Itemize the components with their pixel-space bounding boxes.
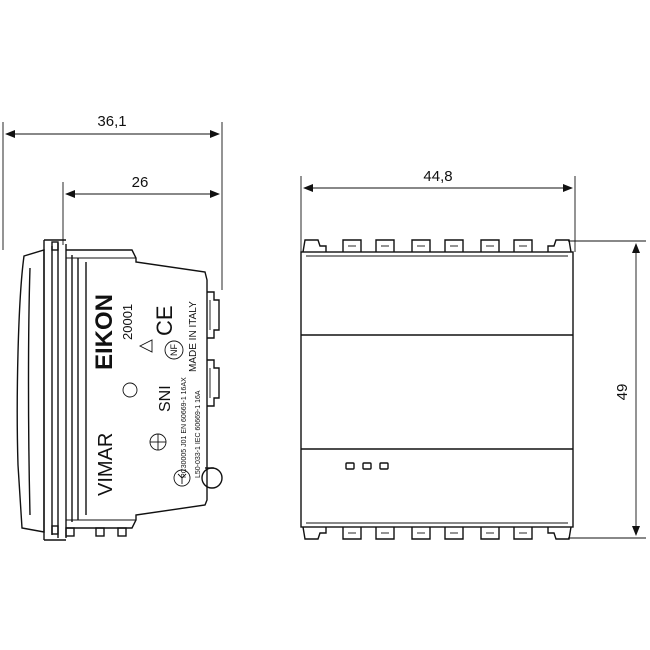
sni-mark: SNI xyxy=(157,385,174,412)
approval-circle-icon xyxy=(122,382,138,398)
standard-text-2: L50-033-1 IEC 60669-1 16A xyxy=(195,390,202,478)
product-code: 20001 xyxy=(120,304,135,340)
top-clips xyxy=(302,239,572,253)
earth-symbol-icon xyxy=(173,469,191,487)
maker-mark: VIMAR xyxy=(95,433,117,496)
standard-text-1: PC30005 J01 EN 60669-1 16AX xyxy=(181,377,188,478)
nf-mark: NF xyxy=(169,344,179,356)
brand-mark: EIKON xyxy=(91,294,118,370)
indicator-dots xyxy=(345,462,389,470)
front-plate xyxy=(300,251,574,528)
indicator-dot xyxy=(345,462,355,470)
dimension-label-width: 44,8 xyxy=(423,168,452,185)
dimension-label-height: 49 xyxy=(614,384,631,401)
front-view xyxy=(300,239,574,540)
rocker-cover xyxy=(16,249,45,533)
indicator-dot xyxy=(379,462,389,470)
dimension-body-depth: 26 xyxy=(62,174,220,245)
ce-mark: CE xyxy=(152,305,177,336)
approval-triangle-icon xyxy=(138,339,153,353)
bottom-clips xyxy=(302,526,572,540)
dimension-overall-depth: 36,1 xyxy=(2,113,223,290)
indicator-dot xyxy=(362,462,372,470)
dimension-label-body-depth: 26 xyxy=(132,174,149,191)
dimension-height: 49 xyxy=(568,240,646,539)
side-view: EIKON 20001 VIMAR CE MADE IN ITALY PC300… xyxy=(16,239,223,541)
dimension-label-overall-depth: 36,1 xyxy=(97,113,126,130)
dimension-width: 44,8 xyxy=(300,168,576,252)
made-in-label: MADE IN ITALY xyxy=(188,301,199,372)
